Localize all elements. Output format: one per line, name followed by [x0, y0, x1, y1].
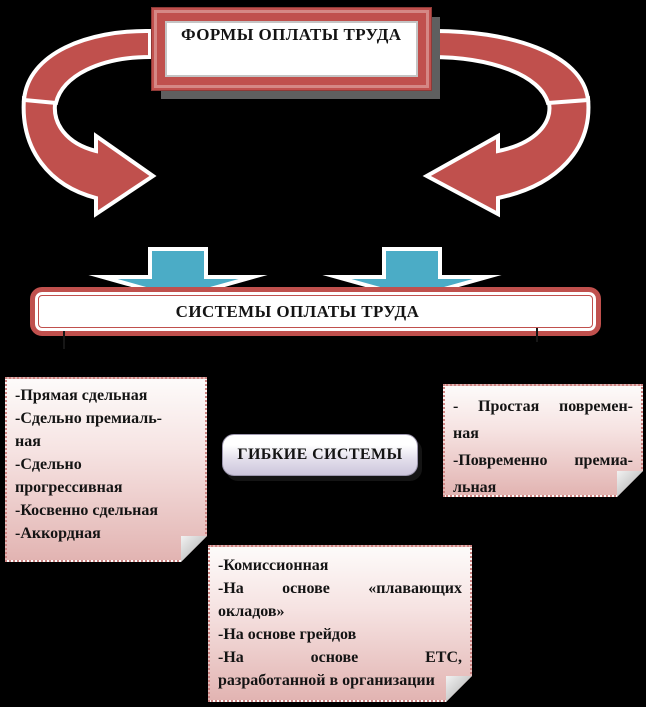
curved-arrow-right-icon — [427, 31, 589, 214]
systems-bar-label: СИСТЕМЫ ОПЛАТЫ ТРУДА — [175, 301, 420, 321]
note-line: - Простая повремен- — [453, 398, 633, 415]
note-lines: -Прямая сдельная -Сдельно премиаль-ная -Сд… — [15, 384, 197, 545]
flexible-systems-box: ГИБКИЕ СИСТЕМЫ — [222, 434, 418, 476]
note-line: прогрессивная — [15, 479, 123, 496]
note-time-based-systems: - Простая повремен-ная -Повременно премиа… — [443, 384, 643, 497]
flexible-systems-label: ГИБКИЕ СИСТЕМЫ — [237, 446, 403, 463]
note-line: -Сдельно премиаль- — [15, 410, 162, 427]
note-line: разработанной в организации — [218, 672, 435, 689]
note-line: -На основе «плавающих — [218, 580, 462, 597]
note-lines: - Простая повремен-ная -Повременно премиа… — [453, 393, 633, 501]
note-piecework-systems: -Прямая сдельная -Сдельно премиаль-ная -Сд… — [5, 377, 207, 562]
note-line: ная — [453, 425, 479, 442]
connector-stub — [63, 331, 65, 349]
frame-bevel — [154, 10, 429, 88]
note-line: -Прямая сдельная — [15, 387, 148, 404]
diagram-title: ФОРМЫ ОПЛАТЫ ТРУДА — [181, 25, 402, 44]
note-lines: -Комиссионная -На основе «плавающих окладо… — [218, 554, 462, 692]
note-line: -Сдельно — [15, 456, 82, 473]
note-line: льная — [453, 479, 497, 496]
title-frame: ФОРМЫ ОПЛАТЫ ТРУДА — [151, 7, 432, 91]
note-line: -Косвенно сдельная — [15, 502, 159, 519]
note-line: -Комиссионная — [218, 557, 329, 574]
note-line: -Повременно премиа- — [453, 452, 633, 469]
note-flexible-systems: -Комиссионная -На основе «плавающих окладо… — [208, 545, 472, 702]
note-line: -На основе ЕТС, — [218, 649, 462, 666]
curved-arrow-left-icon — [21, 28, 157, 218]
note-line: -На основе грейдов — [218, 626, 357, 643]
note-line: ная — [15, 433, 41, 450]
note-line: -Аккордная — [15, 525, 101, 542]
note-line: окладов» — [218, 603, 285, 620]
systems-bar: СИСТЕМЫ ОПЛАТЫ ТРУДА — [30, 287, 601, 336]
connector-stub — [536, 328, 538, 342]
